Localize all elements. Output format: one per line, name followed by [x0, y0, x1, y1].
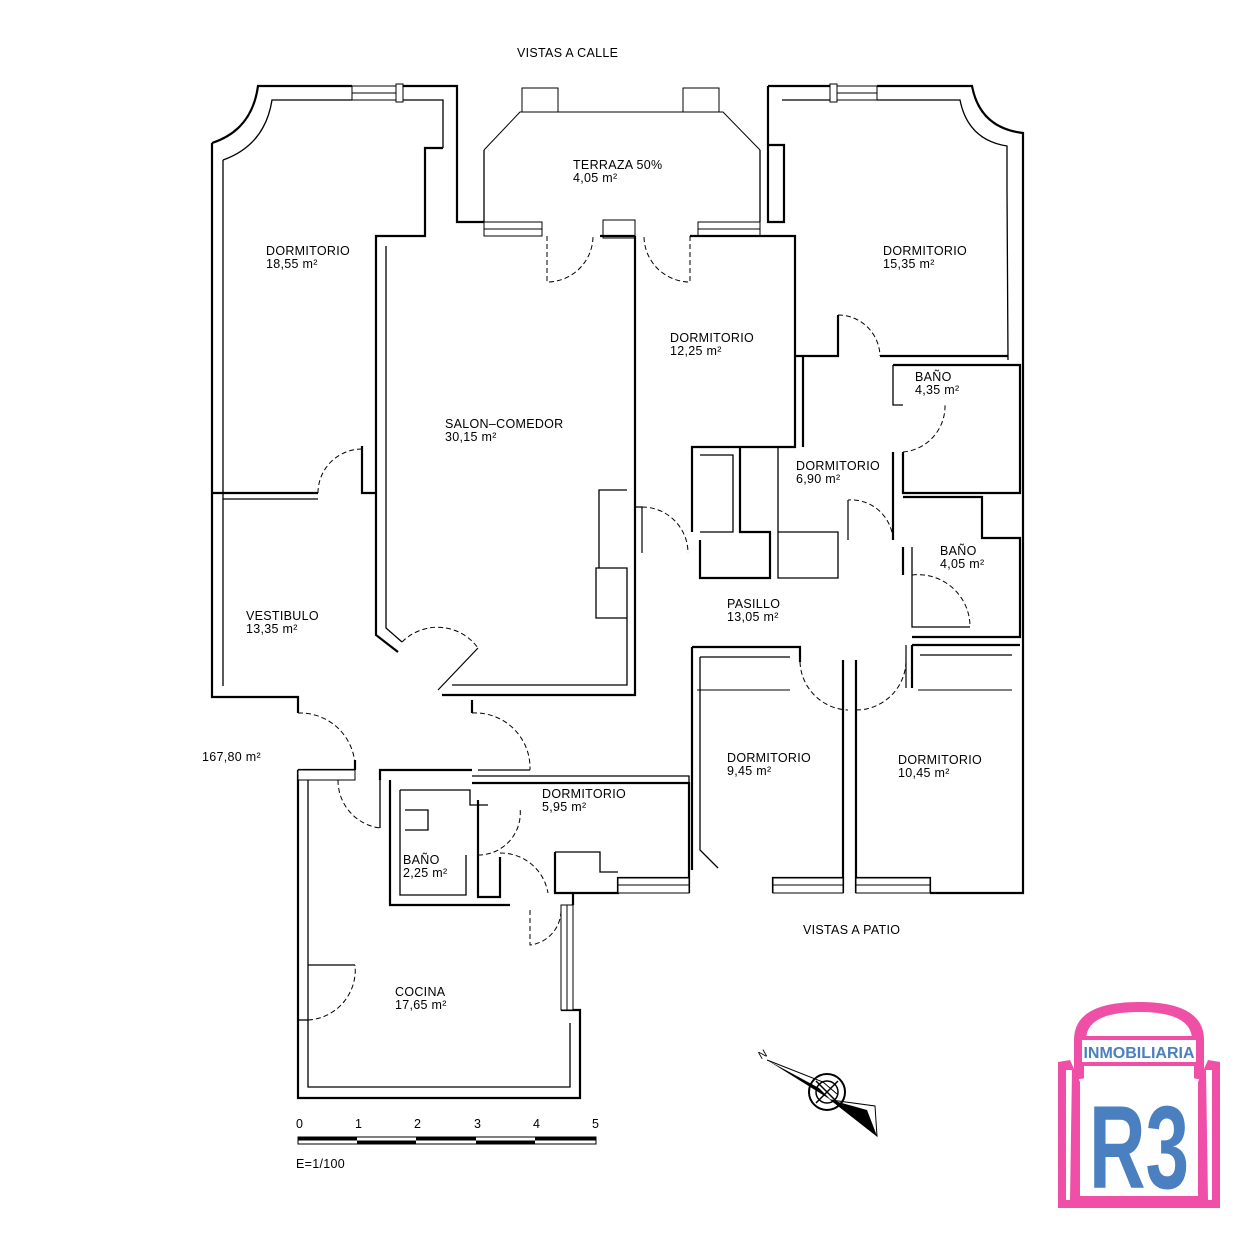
room-area: 12,25 m²: [670, 344, 722, 358]
room-name: DORMITORIO: [727, 751, 811, 765]
room-name: BAÑO: [940, 544, 977, 558]
logo-top-text: INMOBILIARIA: [1083, 1045, 1195, 1062]
room-area: 10,45 m²: [898, 766, 950, 780]
room-area: 9,45 m²: [727, 764, 771, 778]
room-name: DORMITORIO: [266, 244, 350, 258]
room-area: 4,05 m²: [940, 557, 984, 571]
room-area: 5,95 m²: [542, 800, 586, 814]
terrace-planter-right: [682, 87, 720, 113]
room-area: 4,35 m²: [915, 383, 959, 397]
room-area: 15,35 m²: [883, 257, 935, 271]
logo-main-text: R3: [1089, 1082, 1189, 1214]
windows: [297, 83, 931, 1011]
scale-ratio-label: E=1/100: [296, 1157, 345, 1171]
room-area: 2,25 m²: [403, 866, 447, 880]
terrace-planter-left: [521, 87, 559, 113]
north-arrow-icon: N: [757, 1048, 878, 1138]
room-area: 4,05 m²: [573, 171, 617, 185]
room-name: BAÑO: [915, 370, 952, 384]
room-area: 17,65 m²: [395, 998, 447, 1012]
room-name: DORMITORIO: [898, 753, 982, 767]
scale-tick-label: 4: [533, 1117, 540, 1131]
room-name: DORMITORIO: [796, 459, 880, 473]
room-name: TERRAZA 50%: [573, 158, 662, 172]
scale-tick-label: 3: [474, 1117, 481, 1131]
room-area: 30,15 m²: [445, 430, 497, 444]
door-swings: [297, 235, 971, 1021]
room-area: 18,55 m²: [266, 257, 318, 271]
scale-bar: 0 1 2 3 4 5 E=1/100: [296, 1117, 599, 1171]
room-area: 13,05 m²: [727, 610, 779, 624]
room-area: 13,35 m²: [246, 622, 298, 636]
scale-tick-label: 0: [296, 1117, 303, 1131]
r3-inmobiliaria-logo: INMOBILIARIA R3: [1058, 1002, 1220, 1214]
room-name: VESTIBULO: [246, 609, 319, 623]
total-area-label: 167,80 m²: [202, 750, 261, 764]
room-name: DORMITORIO: [883, 244, 967, 258]
interior-walls: [212, 234, 1022, 1021]
room-name: DORMITORIO: [542, 787, 626, 801]
room-labels: TERRAZA 50% 4,05 m² DORMITORIO 18,55 m² …: [246, 158, 984, 1012]
scale-tick-label: 1: [355, 1117, 362, 1131]
scale-tick-label: 5: [592, 1117, 599, 1131]
room-name: PASILLO: [727, 597, 780, 611]
room-name: COCINA: [395, 985, 446, 999]
room-name: SALON–COMEDOR: [445, 417, 564, 431]
room-name: BAÑO: [403, 853, 440, 867]
street-view-label: VISTAS A CALLE: [517, 46, 618, 60]
patio-view-label: VISTAS A PATIO: [803, 923, 900, 937]
room-area: 6,90 m²: [796, 472, 840, 486]
room-name: DORMITORIO: [670, 331, 754, 345]
scale-tick-label: 2: [414, 1117, 421, 1131]
exterior-walls: [210, 84, 1025, 1100]
